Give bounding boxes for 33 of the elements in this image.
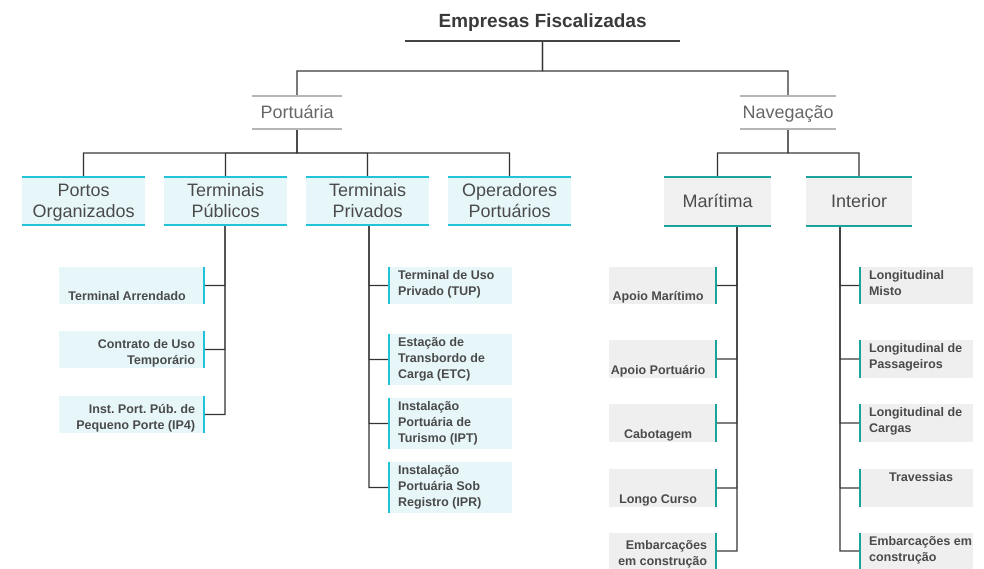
subcategory-box: Travessias bbox=[859, 469, 973, 507]
subcategory-box: Contrato de Uso Temporário bbox=[59, 331, 205, 368]
category-box: Terminais Privados bbox=[306, 176, 429, 226]
subcategory-box: Longo Curso bbox=[609, 469, 717, 507]
category-box: Portos Organizados bbox=[22, 176, 145, 226]
root-heading: Empresas Fiscalizadas bbox=[405, 4, 680, 42]
category-box: Marítima bbox=[664, 176, 771, 227]
subcategory-box: Longitudinal de Cargas bbox=[859, 404, 973, 442]
connector-line bbox=[787, 130, 860, 176]
subcategory-box: Longitudinal de Passageiros bbox=[859, 340, 973, 378]
connector-line bbox=[368, 226, 388, 488]
connector-line bbox=[542, 42, 789, 95]
connector-line bbox=[296, 130, 510, 176]
subcategory-box: Instalação Portuária de Turismo (IPT) bbox=[388, 398, 512, 449]
category-box: Terminais Públicos bbox=[164, 176, 287, 226]
subcategory-box: Instalação Portuária Sob Registro (IPR) bbox=[388, 462, 512, 513]
category-box: Operadores Portuários bbox=[448, 176, 571, 226]
subcategory-box: Longitudinal Misto bbox=[859, 267, 973, 304]
subcategory-box: Embarcações em construção bbox=[859, 533, 973, 569]
connector-line bbox=[717, 227, 738, 552]
connector-line bbox=[205, 226, 226, 416]
subcategory-box: Apoio Portuário bbox=[609, 340, 717, 378]
subcategory-box: Inst. Port. Púb. de Pequeno Porte (IP4) bbox=[59, 396, 205, 433]
subcategory-box: Apoio Marítimo bbox=[609, 267, 717, 304]
branch-heading: Portuária bbox=[252, 95, 342, 130]
category-box: Interior bbox=[806, 176, 912, 227]
subcategory-box: Terminal de Uso Privado (TUP) bbox=[388, 267, 512, 304]
subcategory-box: Embarcações em construção bbox=[609, 533, 717, 569]
branch-heading: Navegação bbox=[740, 95, 836, 130]
subcategory-box: Terminal Arrendado bbox=[59, 267, 205, 304]
connector-line bbox=[839, 227, 859, 552]
subcategory-box: Cabotagem bbox=[609, 404, 717, 442]
subcategory-box: Estação de Transbordo de Carga (ETC) bbox=[388, 334, 512, 385]
